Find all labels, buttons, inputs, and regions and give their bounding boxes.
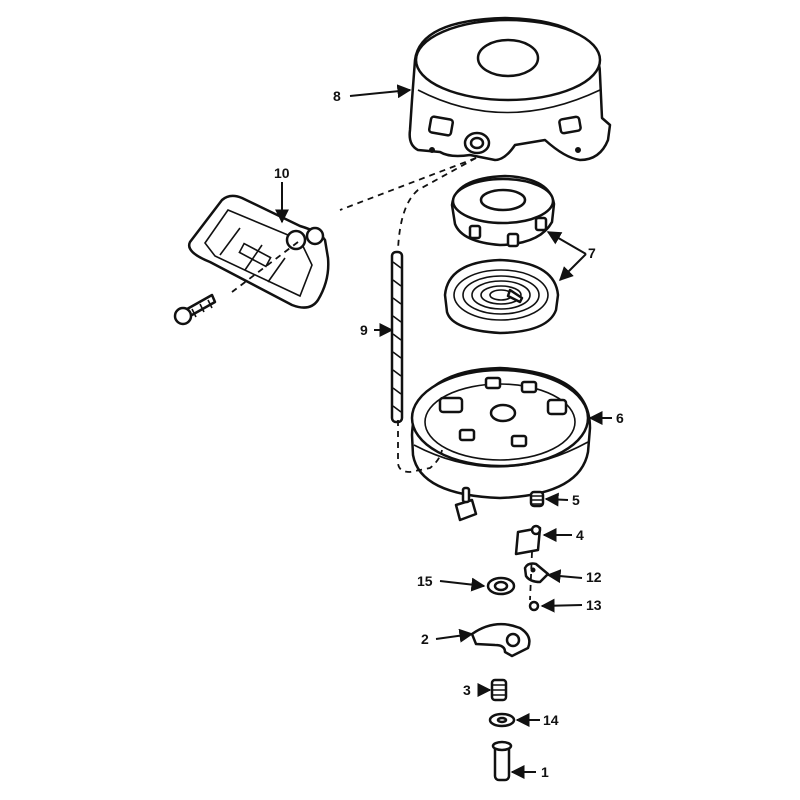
starter-housing-part xyxy=(408,16,612,162)
assembly-dash-lines xyxy=(231,157,533,601)
callout-14: 14 xyxy=(543,712,559,728)
callout-7: 7 xyxy=(588,245,596,261)
pivot-pin-part xyxy=(491,740,513,782)
callout-4: 4 xyxy=(576,527,584,543)
link-part xyxy=(523,562,550,584)
cam-plate-part xyxy=(470,622,531,658)
callout-8: 8 xyxy=(333,88,341,104)
spring-cup-part xyxy=(450,174,556,248)
callout-12: 12 xyxy=(586,569,602,585)
washer-14-part xyxy=(488,712,516,728)
small-spring-part xyxy=(529,490,545,508)
leader-arrows xyxy=(275,84,612,779)
callout-5: 5 xyxy=(572,492,580,508)
pulley-part xyxy=(410,366,592,500)
callout-3: 3 xyxy=(463,682,471,698)
pulley-bolt-part xyxy=(454,486,478,522)
coil-spring-part xyxy=(490,678,508,702)
washer-15-part xyxy=(486,576,516,596)
recoil-spring-part xyxy=(443,258,560,335)
starter-handle-part xyxy=(173,194,330,326)
small-screw-part xyxy=(528,600,540,612)
callout-1: 1 xyxy=(541,764,549,780)
callout-10: 10 xyxy=(274,165,290,181)
callout-15: 15 xyxy=(417,573,433,589)
callout-6: 6 xyxy=(616,410,624,426)
starter-rope-part xyxy=(390,250,404,424)
pawl-part xyxy=(514,524,542,556)
callout-13: 13 xyxy=(586,597,602,613)
callout-2: 2 xyxy=(421,631,429,647)
callout-9: 9 xyxy=(360,322,368,338)
